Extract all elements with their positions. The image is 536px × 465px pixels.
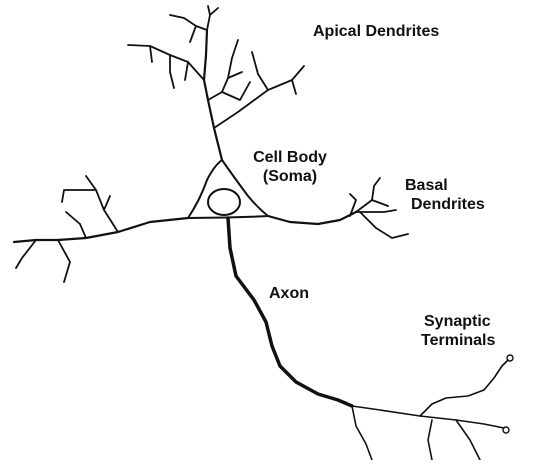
nucleus (208, 189, 240, 215)
label-axon: Axon (269, 284, 309, 303)
label-basal-dendrites: Basal Dendrites (403, 176, 485, 214)
label-synaptic-terminals: Synaptic Terminals (421, 312, 495, 350)
label-synaptic-line1: Synaptic (421, 312, 495, 331)
label-basal-line2: Dendrites (403, 195, 485, 214)
synaptic-terminals (352, 355, 513, 460)
label-basal-line1: Basal (403, 176, 485, 195)
axon (228, 218, 352, 406)
basal-dendrites-right (268, 178, 408, 238)
basal-dendrites-left (14, 176, 188, 282)
apical-dendrites (128, 6, 304, 160)
label-apical-dendrites: Apical Dendrites (313, 22, 439, 41)
label-cell-body: Cell Body (Soma) (240, 148, 340, 186)
label-cell-body-line2: (Soma) (240, 167, 340, 186)
label-cell-body-line1: Cell Body (240, 148, 340, 167)
label-synaptic-line2: Terminals (421, 331, 495, 350)
